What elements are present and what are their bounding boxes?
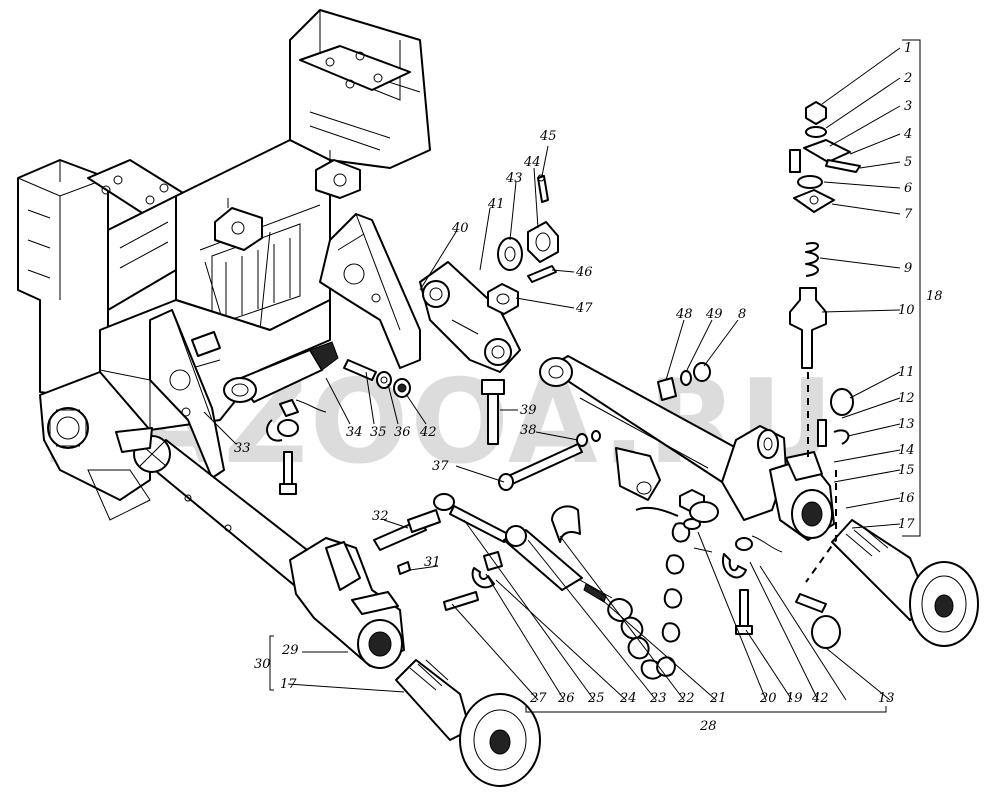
callout-1: 1 [904, 41, 912, 56]
callout-37: 37 [432, 459, 449, 474]
callout-32: 32 [372, 509, 389, 524]
callout-44: 44 [523, 155, 541, 170]
callout-19: 19 [786, 691, 803, 706]
callout-40: 40 [451, 221, 469, 236]
callout-6: 6 [904, 181, 912, 196]
callout-15: 15 [898, 463, 915, 478]
callout-numbers: 1 2 3 4 5 6 7 9 10 18 11 12 13 14 15 16 … [234, 41, 943, 734]
callout-4: 4 [903, 127, 912, 142]
callout-20: 20 [759, 691, 777, 706]
callout-17-right: 17 [898, 517, 915, 532]
callout-45: 45 [539, 129, 557, 144]
callout-43: 43 [505, 171, 523, 186]
callout-48: 48 [675, 307, 693, 322]
bracket-right-40 [319, 213, 421, 369]
lower-link-right-18 [539, 355, 979, 649]
callout-13-lower: 13 [878, 691, 895, 706]
callout-42-upper: 42 [419, 425, 437, 440]
callout-10: 10 [898, 303, 915, 318]
callout-27: 27 [529, 691, 547, 706]
callout-18: 18 [926, 289, 943, 304]
callout-33: 33 [234, 441, 251, 456]
callout-41: 41 [487, 197, 505, 212]
callout-25: 25 [587, 691, 605, 706]
callout-38: 38 [520, 423, 537, 438]
top-link-arm-41 [419, 174, 559, 373]
callout-24: 24 [619, 691, 637, 706]
callout-26: 26 [557, 691, 575, 706]
callout-12: 12 [898, 391, 915, 406]
callout-13: 13 [898, 417, 915, 432]
callout-11: 11 [898, 365, 915, 380]
leader-lines [203, 39, 921, 713]
callout-22: 22 [677, 691, 695, 706]
callout-9: 9 [904, 261, 912, 276]
callout-7: 7 [904, 207, 913, 222]
callout-42-lower: 42 [811, 691, 829, 706]
callout-14: 14 [898, 443, 915, 458]
callout-46: 46 [575, 265, 593, 280]
callout-3: 3 [904, 99, 912, 114]
callout-47: 47 [575, 301, 593, 316]
callout-39: 39 [520, 403, 537, 418]
check-chain-28 [373, 362, 783, 680]
callout-28: 28 [699, 719, 717, 734]
bracket-left-33 [149, 309, 225, 479]
callout-30: 30 [254, 657, 271, 672]
lower-link-left-30 [115, 427, 541, 787]
callout-21: 21 [709, 691, 727, 706]
latch-stack-1-10 [789, 101, 861, 583]
callout-16: 16 [898, 491, 915, 506]
callout-8: 8 [738, 307, 746, 322]
pin-34-assembly [223, 341, 411, 495]
callout-23: 23 [649, 691, 667, 706]
callout-2: 2 [903, 71, 912, 86]
callout-29: 29 [281, 643, 299, 658]
callout-34: 34 [346, 425, 363, 440]
callout-36: 36 [394, 425, 411, 440]
callout-5: 5 [904, 155, 912, 170]
callout-31: 31 [424, 555, 441, 570]
callout-49: 49 [705, 307, 723, 322]
callout-35: 35 [370, 425, 387, 440]
callout-17-left: 17 [280, 677, 297, 692]
